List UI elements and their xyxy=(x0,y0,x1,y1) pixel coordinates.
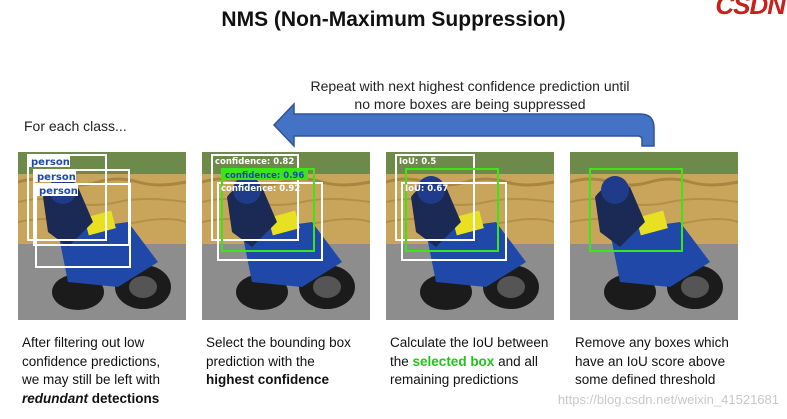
repeat-note-line-1: Repeat with next highest confidence pred… xyxy=(310,78,630,94)
repeat-arrow-shape xyxy=(272,102,655,148)
caption-1-emphasis: redundant xyxy=(22,390,88,406)
caption-2-line-1: Select the bounding box xyxy=(206,335,351,350)
caption-3-post: and all xyxy=(494,353,538,369)
caption-1: After filtering out low confidence predi… xyxy=(22,334,200,408)
panel1-label-1: person xyxy=(31,157,70,168)
caption-3-line-2: the selected box and all xyxy=(390,353,568,372)
motorcycle-image-3: IoU: 0.5 IoU: 0.67 xyxy=(386,152,554,320)
caption-3-line-1: Calculate the IoU between xyxy=(390,335,549,350)
repeat-note-line-2: no more boxes are being suppressed xyxy=(354,96,586,112)
caption-1-line-1: After filtering out low xyxy=(22,335,145,350)
caption-4-line-1: Remove any boxes which xyxy=(575,335,729,350)
motorcycle-image-4 xyxy=(570,152,738,320)
caption-1-line-2: confidence predictions, xyxy=(22,353,161,369)
panel1-label-3: person xyxy=(39,186,78,197)
caption-4: Remove any boxes which have an IoU score… xyxy=(575,334,753,390)
caption-2: Select the bounding box prediction with … xyxy=(206,334,384,390)
motorcycle-image-1: person person person xyxy=(18,152,186,320)
for-each-class-label: For each class... xyxy=(24,118,127,134)
panel2-label-3: confidence: 0.92 xyxy=(221,184,300,194)
caption-1-tail: detections xyxy=(88,390,160,406)
panel1-label-2: person xyxy=(37,172,76,183)
watermark-url: https://blog.csdn.net/weixin_41521681 xyxy=(557,392,779,407)
panel3-label-2: IoU: 0.67 xyxy=(405,184,448,194)
motorcycle-image-2: confidence: 0.82 confidence: 0.96 confid… xyxy=(202,152,370,320)
panel2-label-1: confidence: 0.82 xyxy=(215,157,294,167)
page-title: NMS (Non-Maximum Suppression) xyxy=(221,8,566,31)
caption-4-line-2: have an IoU score above xyxy=(575,353,726,369)
caption-1-line-4: redundant detections xyxy=(22,390,200,409)
repeat-note: Repeat with next highest confidence pred… xyxy=(270,77,670,113)
panel-highest-confidence: confidence: 0.82 confidence: 0.96 confid… xyxy=(202,152,370,320)
panel-suppressed-result xyxy=(570,152,738,320)
panel-iou-calculation: IoU: 0.5 IoU: 0.67 xyxy=(386,152,554,320)
caption-1-line-3: we may still be left with xyxy=(22,372,161,387)
caption-3-emphasis: selected box xyxy=(412,353,495,369)
caption-3-line-3: remaining predictions xyxy=(390,372,519,387)
caption-4-line-3: some defined threshold xyxy=(575,372,716,387)
panel2-label-2-selected: confidence: 0.96 xyxy=(225,171,304,181)
panel-redundant-detections: person person person xyxy=(18,152,186,320)
repeat-arrow xyxy=(272,102,655,148)
caption-2-line-2: prediction with the xyxy=(206,353,315,369)
csdn-logo: CSDN xyxy=(715,0,786,20)
caption-3-pre: the xyxy=(390,353,413,369)
panel3-label-1: IoU: 0.5 xyxy=(399,157,436,167)
caption-2-emphasis: highest confidence xyxy=(206,372,330,387)
caption-3: Calculate the IoU between the selected b… xyxy=(390,334,568,390)
caption-2-line-3: highest confidence xyxy=(206,371,384,390)
